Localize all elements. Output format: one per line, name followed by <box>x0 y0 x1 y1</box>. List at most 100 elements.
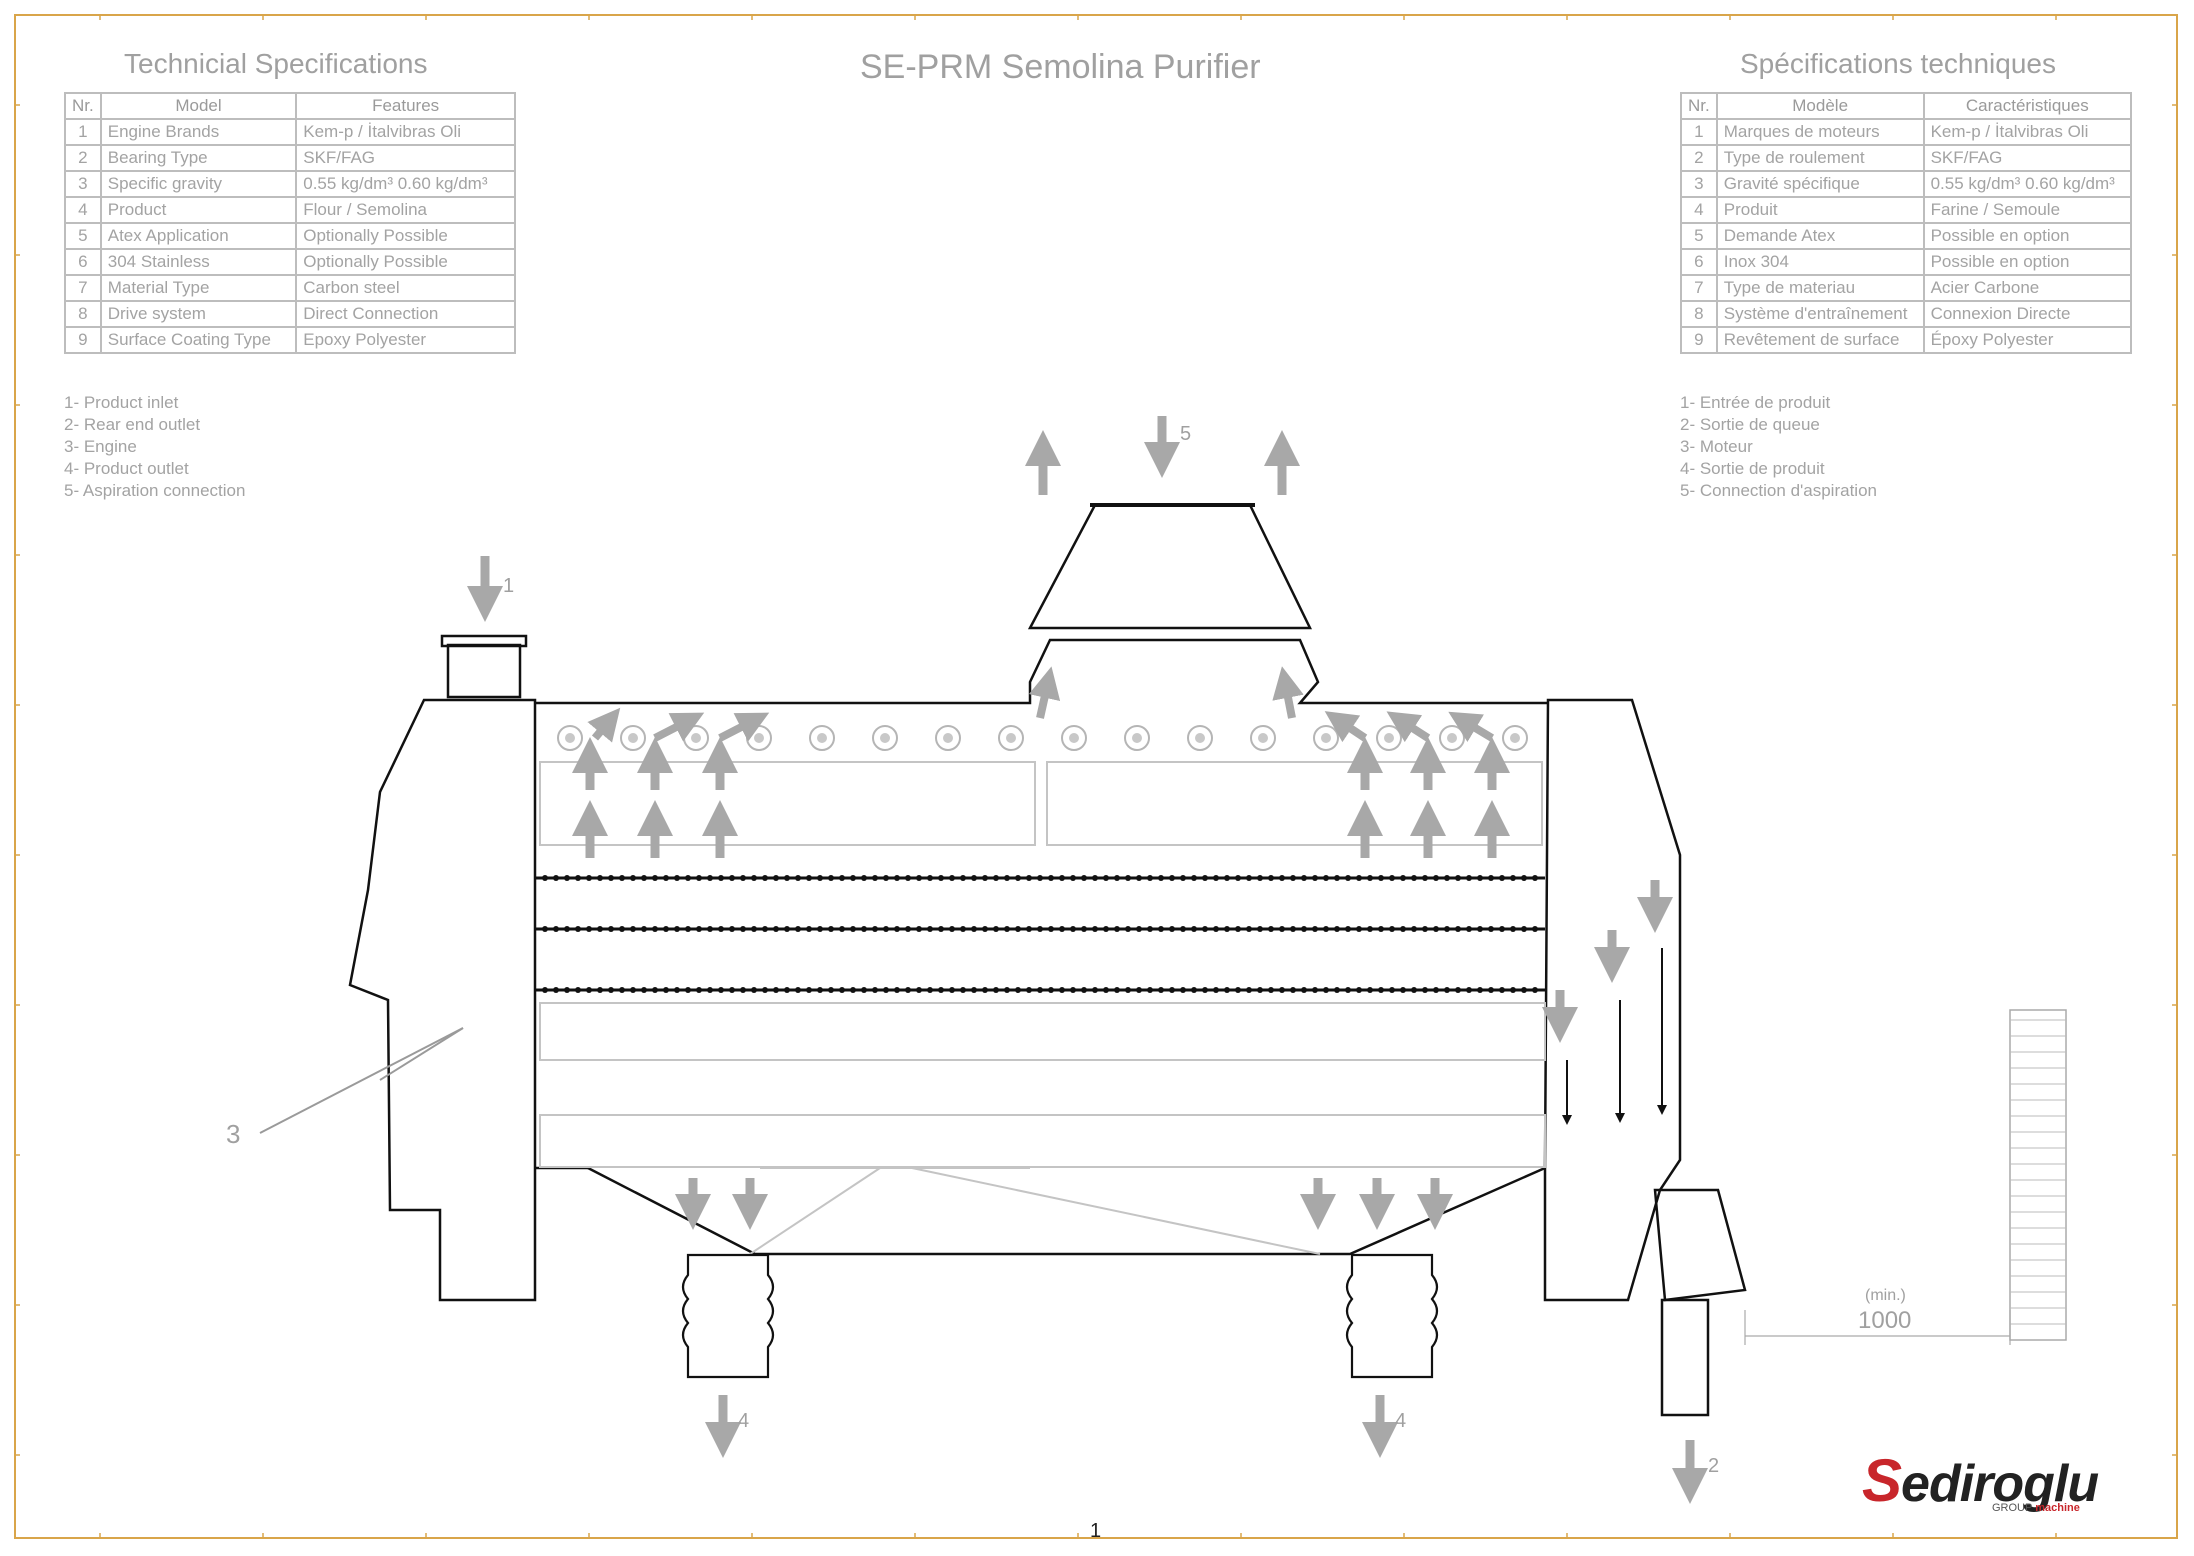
header-nr: Nr. <box>1680 92 1718 120</box>
deck-hole <box>1070 926 1076 932</box>
flow-arrow <box>587 707 621 743</box>
deck-hole <box>1389 875 1395 881</box>
legend-en: 1- Product inlet 2- Rear end outlet 3- E… <box>64 392 245 502</box>
deck-hole <box>1411 875 1417 881</box>
deck-hole <box>1323 875 1329 881</box>
deck-hole <box>971 926 977 932</box>
deck-hole <box>850 926 856 932</box>
rear-outlet-box <box>1653 1188 1747 1302</box>
deck-hole <box>685 875 691 881</box>
deck-hole <box>905 987 911 993</box>
deck-hole <box>861 875 867 881</box>
deck-hole <box>553 987 559 993</box>
deck-hole <box>982 987 988 993</box>
valve-knob <box>1187 725 1213 751</box>
outlet-sleeve-left <box>681 1253 775 1379</box>
deck-hole <box>608 987 614 993</box>
inlet-neck <box>446 643 522 699</box>
deck-hole <box>586 926 592 932</box>
deck-hole <box>685 926 691 932</box>
deck-hole <box>872 926 878 932</box>
valve-knob <box>1061 725 1087 751</box>
deck-hole <box>971 987 977 993</box>
legend-item: 1- Product inlet <box>64 393 179 412</box>
deck-hole <box>1202 926 1208 932</box>
deck-hole <box>839 926 845 932</box>
deck-hole <box>949 875 955 881</box>
deck-hole <box>1334 926 1340 932</box>
callout-outlet-left: 4 <box>738 1410 749 1432</box>
deck-hole <box>1136 987 1142 993</box>
valve-center <box>1510 733 1520 743</box>
logo-initial: S <box>1862 1447 1902 1514</box>
deck-hole <box>1224 926 1230 932</box>
deck-hole <box>1015 926 1021 932</box>
deck-hole <box>1268 987 1274 993</box>
deck-hole <box>1488 926 1494 932</box>
deck-hole <box>1202 987 1208 993</box>
deck-hole <box>1400 875 1406 881</box>
deck-hole <box>1070 987 1076 993</box>
deck-hole <box>1510 987 1516 993</box>
right-head-housing <box>1543 698 1682 1302</box>
deck-hole <box>1356 926 1362 932</box>
deck-hole <box>1169 926 1175 932</box>
valve-center <box>1195 733 1205 743</box>
valve-center <box>1321 733 1331 743</box>
spec-cell-model: Demande Atex <box>1715 222 1925 250</box>
deck-hole <box>795 875 801 881</box>
deck-hole <box>1246 926 1252 932</box>
deck-hole <box>1235 875 1241 881</box>
spec-cell-nr: 9 <box>64 326 102 354</box>
deck-hole <box>828 987 834 993</box>
valve-center <box>1132 733 1142 743</box>
deck-hole <box>542 987 548 993</box>
deck-hole <box>1114 926 1120 932</box>
valve-center <box>565 733 575 743</box>
deck-hole <box>1048 875 1054 881</box>
flow-arrow <box>1324 711 1368 743</box>
deck-hole <box>564 875 570 881</box>
deck-hole <box>1180 875 1186 881</box>
deck-hole <box>993 987 999 993</box>
deck-hole <box>1488 875 1494 881</box>
header-model: Model <box>99 92 298 120</box>
valve-center <box>691 733 701 743</box>
deck-hole <box>1235 987 1241 993</box>
spec-cell-feature: Acier Carbone <box>1922 274 2133 302</box>
valve-knob <box>809 725 835 751</box>
deck-hole <box>1422 987 1428 993</box>
deck-hole <box>916 875 922 881</box>
deck-hole <box>1290 987 1296 993</box>
deck-hole <box>1422 875 1428 881</box>
deck-hole <box>1422 926 1428 932</box>
legend-item: 5- Aspiration connection <box>64 481 246 500</box>
page-number: 1 <box>1090 1520 1102 1542</box>
deck-hole <box>1081 875 1087 881</box>
deck-hole <box>795 926 801 932</box>
deck-hole <box>1158 987 1164 993</box>
deck-hole <box>564 926 570 932</box>
flow-arrow <box>1448 711 1495 742</box>
inlet-flange <box>440 634 528 648</box>
deck-hole <box>1235 926 1241 932</box>
deck-hole <box>1257 987 1263 993</box>
deck-hole <box>663 926 669 932</box>
deck-hole <box>1125 875 1131 881</box>
deck-hole <box>1499 987 1505 993</box>
machine-body <box>348 503 1747 1417</box>
spec-cell-model: Material Type <box>99 274 298 302</box>
deck-hole <box>1191 926 1197 932</box>
deck-hole <box>1015 987 1021 993</box>
deck-hole <box>553 875 559 881</box>
deck-hole <box>1389 926 1395 932</box>
deck-hole <box>960 926 966 932</box>
deck-hole <box>1268 926 1274 932</box>
deck-hole <box>1455 987 1461 993</box>
logo-subtitle: GROUP machine <box>1992 1502 2080 1514</box>
